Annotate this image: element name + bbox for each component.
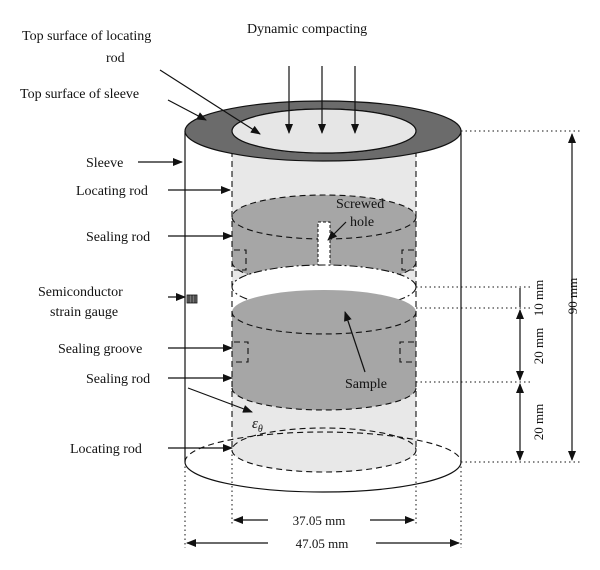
label-locating-rod-top: Locating rod: [76, 184, 148, 199]
dim-90mm-text: 90 mm: [565, 278, 580, 314]
dim-20mm-lower-text: 20 mm: [531, 404, 546, 440]
label-sleeve: Sleeve: [86, 156, 123, 171]
label-top-surface-sleeve: Top surface of sleeve: [20, 87, 139, 102]
sealing-groove-ur: [401, 249, 414, 271]
label-strain-gauge-1: Semiconductor: [38, 285, 123, 300]
label-top-surface-rod-1: Top surface of locating: [22, 29, 151, 44]
lower-sealing-rod: [232, 290, 416, 410]
label-top-surface-rod-2: rod: [106, 51, 125, 66]
sealing-groove-lr: [399, 341, 414, 363]
label-sealing-rod-top: Sealing rod: [86, 230, 150, 245]
rod-top-surface: [231, 108, 417, 154]
label-screwed-hole-1: Screwed: [336, 197, 384, 212]
sealing-groove-ll: [234, 341, 249, 363]
dim-10mm-text: 10 mm: [531, 280, 546, 316]
label-sealing-groove: Sealing groove: [58, 342, 142, 357]
label-sample: Sample: [345, 377, 387, 392]
dim-inner-text: 37.05 mm: [293, 513, 346, 528]
label-locating-rod-bottom: Locating rod: [70, 442, 142, 457]
label-dynamic-compacting: Dynamic compacting: [247, 22, 367, 37]
label-strain-symbol: εθ: [252, 416, 263, 435]
dim-20mm-upper-text: 20 mm: [531, 328, 546, 364]
label-sealing-rod-bottom: Sealing rod: [86, 372, 150, 387]
dim-outer-text: 47.05 mm: [296, 536, 349, 551]
label-strain-gauge-2: strain gauge: [50, 305, 118, 320]
label-screwed-hole-2: hole: [350, 215, 374, 230]
sealing-groove-ul: [234, 249, 247, 271]
